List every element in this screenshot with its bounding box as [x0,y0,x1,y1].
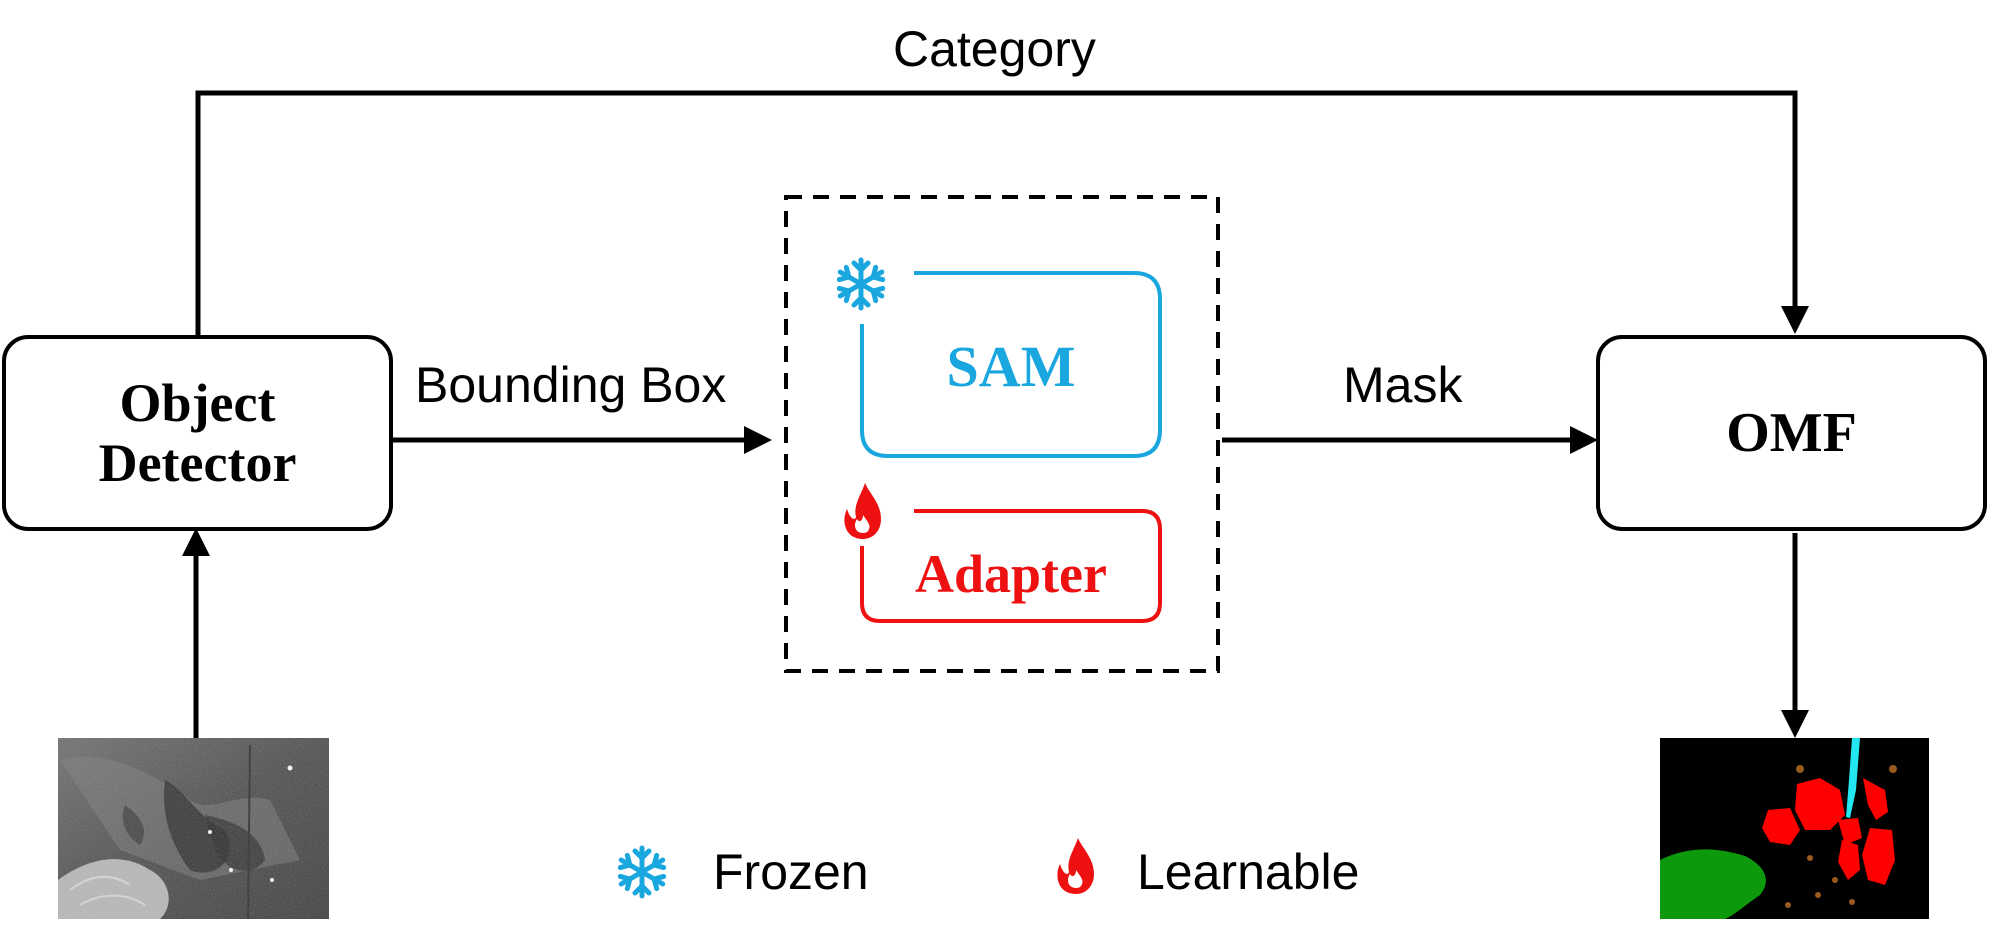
output-mask-image [1660,738,1929,919]
flame-icon [844,483,881,539]
output-arrowhead [1781,710,1809,738]
sam-label: SAM [946,334,1076,399]
sam-adapter-container [784,195,1220,673]
legend-learnable-label: Learnable [1137,844,1360,900]
sam-frame [860,271,1162,458]
legend-snowflake-icon [618,848,667,896]
omf-node: OMF [1596,335,1987,531]
adapter-label: Adapter [915,544,1107,604]
bounding-box-arrowhead [744,426,772,454]
input-sar-image [58,738,329,919]
category-arrow [195,90,1798,335]
object-detector-node: Object Detector [2,335,393,531]
bounding-box-label: Bounding Box [415,357,727,413]
mask-arrowhead [1570,426,1598,454]
legend-flame-icon [1057,838,1094,894]
mask-label: Mask [1343,357,1463,413]
adapter-frame [860,509,1162,623]
omf-label: OMF [1726,402,1857,464]
input-arrowhead [182,528,210,556]
object-detector-label-line2: Detector [98,433,297,493]
snowflake-icon [837,257,886,308]
legend-frozen-label: Frozen [713,844,869,900]
object-detector-label-line1: Object [119,373,276,433]
category-arrowhead [1781,306,1809,334]
category-label: Category [893,21,1096,77]
